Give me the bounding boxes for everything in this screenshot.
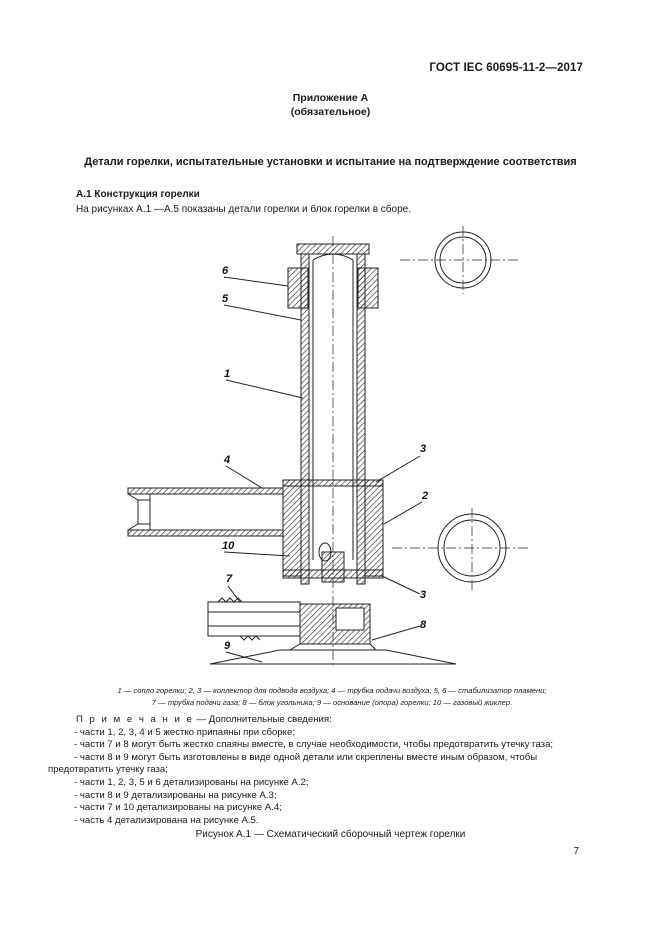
appendix-subtitle: (обязательное) (290, 106, 371, 118)
note-item: - части 8 и 9 могут быть изготовлены в в… (74, 751, 538, 763)
figure-caption: Рисунок А.1 — Схематический сборочный че… (195, 829, 466, 840)
figure-label-3-top: 3 (420, 443, 426, 455)
figure-label-3-bottom: 3 (420, 589, 426, 601)
burner-assembly-drawing: 6 5 1 4 10 7 9 3 2 3 8 (127, 226, 530, 668)
standard-number: ГОСТ IEC 60695-11-2—2017 (429, 62, 583, 74)
note-item: - части 7 и 8 могут быть жестко спаяны в… (74, 739, 554, 751)
subsection-heading: А.1 Конструкция горелки (76, 189, 200, 200)
figure-label-5: 5 (222, 293, 229, 305)
legend-line: 7 — трубка подачи газа; 8 — блок угольни… (151, 698, 513, 707)
note-item: - части 1, 2, 3, 5 и 6 детализированы на… (74, 776, 309, 788)
note-item: - части 8 и 9 детализированы на рисунке … (74, 789, 277, 801)
figure-label-9: 9 (224, 640, 231, 652)
figure-legend: 1 — сопло горелки; 2, 3 — коллектор для … (42, 685, 622, 709)
intro-paragraph: На рисунках А.1 —А.5 показаны детали гор… (76, 204, 411, 215)
figure-label-6: 6 (222, 265, 229, 277)
figure-label-7: 7 (226, 573, 233, 585)
note-item: - части 7 и 10 детализированы на рисунке… (74, 802, 282, 814)
figure-label-4: 4 (223, 454, 230, 466)
note-item: - части 1, 2, 3, 4 и 5 жестко припаяны п… (74, 726, 295, 738)
figure-label-2: 2 (421, 490, 428, 502)
note-item: - часть 4 детализирована на рисунке А.5. (74, 814, 259, 826)
note-heading: П р и м е ч а н и е — Дополнительные све… (62, 714, 602, 727)
note-prefix: П р и м е ч а н и е (76, 714, 194, 725)
appendix-heading: Приложение А (обязательное) (0, 91, 661, 119)
figure-label-10: 10 (222, 540, 235, 552)
notes-block: П р и м е ч а н и е — Дополнительные све… (48, 714, 602, 827)
figure-label-1: 1 (224, 368, 230, 380)
figure-label-8: 8 (420, 619, 427, 631)
legend-line: 1 — сопло горелки; 2, 3 — коллектор для … (117, 686, 547, 695)
appendix-title: Приложение А (292, 92, 369, 104)
note-prefix-rest: — Дополнительные сведения: (193, 714, 332, 725)
note-item: предотвратить утечку газа; (48, 764, 168, 776)
section-title: Детали горелки, испытательные установки … (84, 156, 577, 168)
page-number: 7 (573, 846, 579, 857)
